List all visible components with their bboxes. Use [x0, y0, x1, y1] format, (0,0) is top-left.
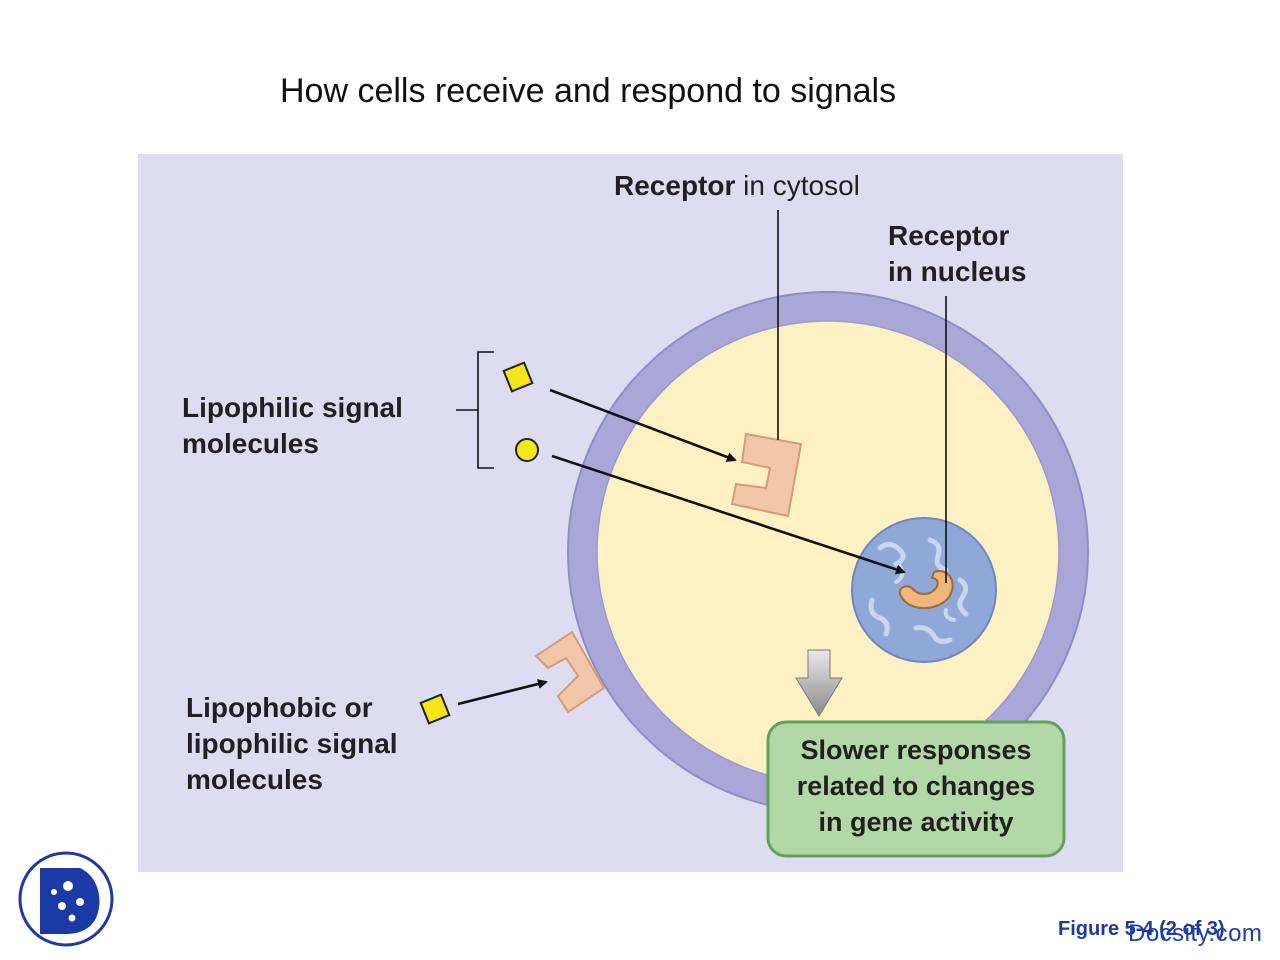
- receptor-cytosol-rest: in cytosol: [743, 170, 860, 201]
- lipophobic-label-line1: Lipophobic or: [186, 692, 373, 723]
- lipophilic-label-line1: Lipophilic signal: [182, 392, 403, 423]
- response-line3: in gene activity: [818, 807, 1014, 837]
- docsity-watermark[interactable]: Docsity.com: [1128, 920, 1263, 947]
- arrow-to-membrane-receptor: [457, 679, 548, 706]
- lipophilic-bracket: [456, 351, 494, 469]
- arrow-to-cytosol-receptor: [549, 388, 737, 462]
- cytosol-receptor: [730, 432, 803, 518]
- figure-caption: Figure 5-4 (2 of 3): [1058, 918, 1225, 940]
- docsity-logo-icon: [18, 851, 114, 947]
- receptor-nucleus-label-line2: in nucleus: [888, 256, 1027, 287]
- down-arrow-icon: [795, 649, 843, 717]
- lipophobic-label-line2: lipophilic signal: [186, 728, 398, 759]
- cytoplasm: [596, 320, 1060, 784]
- response-line2: related to changes: [796, 771, 1036, 801]
- receptor-nucleus-label-line1: Receptor: [888, 220, 1010, 251]
- arrow-to-nuclear-receptor: [551, 454, 906, 575]
- response-box-text: Slower responses related to changes in g…: [770, 732, 1062, 840]
- square-signal-molecule: [502, 361, 534, 393]
- receptor-cytosol-label: Receptor in cytosol: [614, 168, 860, 204]
- receptor-cytosol-bold: Receptor: [614, 170, 736, 201]
- nucleus: [851, 517, 997, 663]
- lipophilic-label-line2: molecules: [182, 428, 319, 459]
- lipophobic-label-line3: molecules: [186, 764, 323, 795]
- membrane-receptor: [534, 630, 606, 714]
- response-box: [766, 720, 1066, 858]
- nuclear-receptor: [898, 570, 954, 610]
- round-signal-molecule: [515, 438, 539, 462]
- response-line1: Slower responses: [800, 735, 1032, 765]
- square-signal-molecule-2: [419, 693, 451, 725]
- slide-title: How cells receive and respond to signals: [280, 72, 897, 110]
